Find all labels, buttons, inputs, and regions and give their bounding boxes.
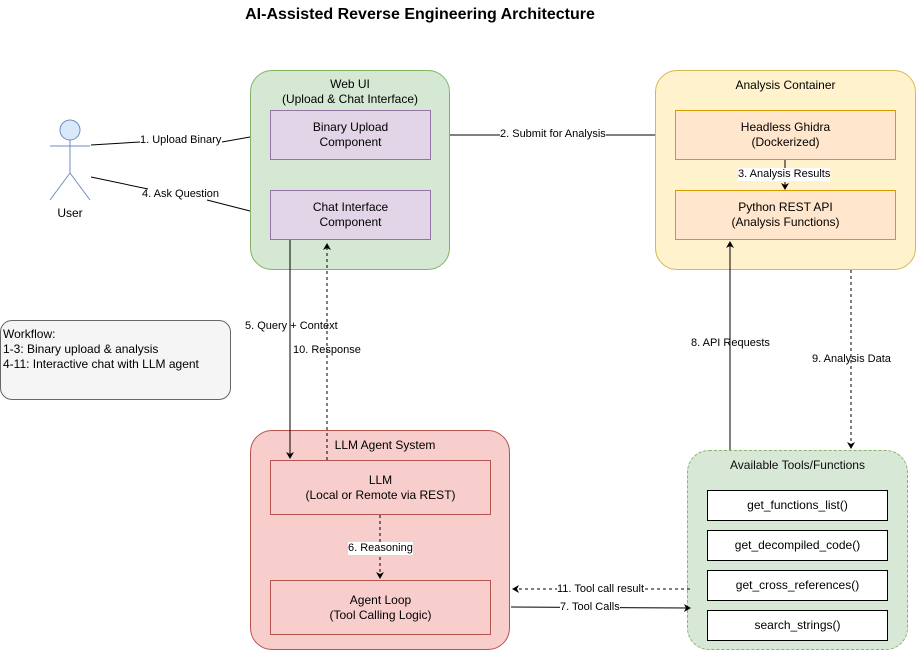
headless-ghidra-component: Headless Ghidra (Dockerized) (675, 110, 896, 160)
web-ui-title: Web UI (Upload & Chat Interface) (281, 77, 419, 106)
edge-label-3: 3. Analysis Results (738, 168, 831, 181)
llm-agent-system-title: LLM Agent System (334, 438, 436, 452)
tool-item: search_strings() (707, 610, 888, 641)
llm-component: LLM (Local or Remote via REST) (270, 460, 491, 515)
chat-interface-component: Chat Interface Component (270, 190, 431, 240)
edge-label-9: 9. Analysis Data (812, 353, 891, 365)
diagram-title: AI-Assisted Reverse Engineering Architec… (245, 6, 595, 23)
edge-label-8: 8. API Requests (691, 337, 770, 349)
agent-loop-component: Agent Loop (Tool Calling Logic) (270, 580, 491, 635)
tools-title: Available Tools/Functions (730, 458, 865, 472)
edge-label-6: 6. Reasoning (348, 542, 413, 555)
workflow-note: Workflow: 1-3: Binary upload & analysis … (0, 320, 231, 400)
tool-item: get_functions_list() (707, 490, 888, 521)
edge-label-10: 10. Response (293, 344, 361, 356)
edge-label-5: 5. Query + Context (245, 320, 338, 332)
user-actor-icon (49, 119, 91, 201)
python-rest-api-component: Python REST API (Analysis Functions) (675, 190, 896, 240)
tool-item: get_decompiled_code() (707, 530, 888, 561)
user-label: User (57, 206, 83, 220)
analysis-container-title: Analysis Container (735, 78, 836, 92)
edge-label-2: 2. Submit for Analysis (500, 128, 606, 140)
edge-label-4: 4. Ask Question (142, 188, 220, 200)
binary-upload-component: Binary Upload Component (270, 110, 431, 160)
edge-label-1: 1. Upload Binary (140, 134, 222, 146)
edge-label-11: 11. Tool call result (557, 583, 645, 596)
edge-label-7: 7. Tool Calls (560, 601, 620, 614)
edge-4-ask-question (90, 176, 251, 212)
tool-item: get_cross_references() (707, 570, 888, 601)
edge-1-upload-binary (90, 136, 251, 146)
